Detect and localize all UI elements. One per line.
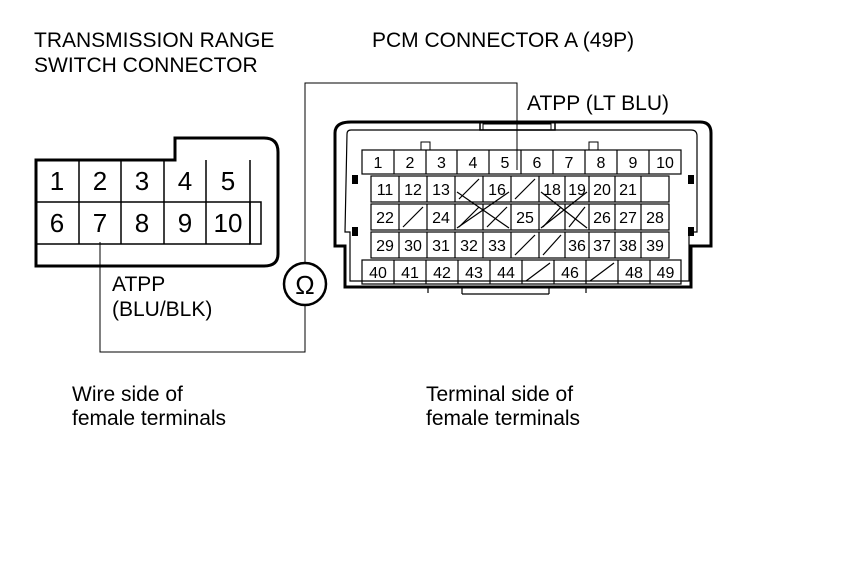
pcm-pin-11: 11 — [377, 182, 394, 199]
pcm-empty-cavity-mark — [568, 206, 586, 228]
pcm-pin-7: 7 — [565, 155, 574, 172]
trs-pin-5: 5 — [221, 166, 235, 196]
pcm-empty-cavity-mark — [514, 234, 536, 256]
pcm-pin-3: 3 — [437, 155, 446, 172]
pcm-pin-10: 10 — [656, 155, 674, 172]
pcm-pin-5: 5 — [501, 155, 510, 172]
pcm-empty-block-mark — [540, 191, 588, 229]
pcm-pin-2: 2 — [406, 155, 415, 172]
pcm-pin-29: 29 — [376, 238, 394, 255]
pcm-pin-13: 13 — [432, 182, 450, 199]
trs-pin-1: 1 — [50, 166, 64, 196]
pcm-pin-31: 31 — [432, 238, 450, 255]
trs-pin-6: 6 — [50, 208, 64, 238]
pcm-pin-32: 32 — [460, 238, 478, 255]
pcm-pin-46: 46 — [561, 265, 579, 282]
pcm-caption-line2: female terminals — [426, 407, 580, 430]
trs-pin-9: 9 — [178, 208, 192, 238]
pcm-pin-20: 20 — [593, 182, 611, 199]
pcm-pin-8: 8 — [597, 155, 606, 172]
trs-pin-8: 8 — [135, 208, 149, 238]
trs-title-line1: TRANSMISSION RANGE — [34, 29, 274, 52]
trs-caption-line2: female terminals — [72, 407, 226, 430]
pcm-empty-cavity-mark — [542, 234, 562, 256]
pcm-pin-41: 41 — [401, 265, 419, 282]
pcm-pin-9: 9 — [629, 155, 638, 172]
pcm-empty-cavity-mark — [589, 262, 615, 282]
pcm-pin-18: 18 — [543, 182, 561, 199]
pcm-pin-39: 39 — [646, 238, 664, 255]
pcm-pin-40: 40 — [369, 265, 387, 282]
pcm-pin-19: 19 — [568, 182, 586, 199]
pcm-pin-42: 42 — [433, 265, 451, 282]
ohmmeter-icon: Ω — [282, 261, 328, 307]
pcm-row-outline — [370, 175, 670, 203]
pcm-pin-1: 1 — [374, 155, 383, 172]
pcm-empty-block-mark — [456, 191, 510, 229]
pcm-probe-label: ATPP (LT BLU) — [527, 92, 669, 115]
pcm-pin-43: 43 — [465, 265, 483, 282]
pcm-pin-38: 38 — [619, 238, 637, 255]
pcm-pin-37: 37 — [593, 238, 611, 255]
pcm-pin-12: 12 — [404, 182, 422, 199]
pcm-pin-28: 28 — [646, 210, 664, 227]
pcm-pin-49: 49 — [657, 265, 675, 282]
trs-pin-10: 10 — [214, 208, 243, 238]
pcm-pin-30: 30 — [404, 238, 422, 255]
pcm-pin-33: 33 — [488, 238, 506, 255]
trs-pin-7: 7 — [93, 208, 107, 238]
pcm-connector — [333, 120, 713, 295]
pcm-pin-25: 25 — [516, 210, 534, 227]
ohm-symbol: Ω — [295, 270, 314, 300]
pcm-empty-cavity-mark — [402, 206, 424, 228]
trs-pin-4: 4 — [178, 166, 192, 196]
test-lead-wires — [99, 82, 518, 353]
trs-pin-3: 3 — [135, 166, 149, 196]
pcm-caption-line1: Terminal side of — [426, 383, 573, 406]
pcm-pin-44: 44 — [497, 265, 515, 282]
pcm-pin-24: 24 — [432, 210, 450, 227]
trs-caption-line1: Wire side of — [72, 383, 183, 406]
pcm-pin-36: 36 — [568, 238, 586, 255]
trs-probe-label-line2: (BLU/BLK) — [112, 298, 212, 321]
pcm-row-outline — [370, 231, 670, 259]
pcm-side-latches — [352, 175, 694, 236]
pcm-pin-6: 6 — [533, 155, 542, 172]
pcm-empty-cavity-mark — [514, 178, 536, 200]
trs-connector — [34, 136, 280, 268]
pcm-empty-cavity-mark — [486, 206, 508, 228]
trs-pin-labels: 1 2 3 4 5 6 7 8 9 10 — [50, 166, 243, 238]
pcm-pin-48: 48 — [625, 265, 643, 282]
pcm-pin-22: 22 — [376, 210, 394, 227]
pcm-pin-21: 21 — [619, 182, 637, 199]
pcm-pin-27: 27 — [619, 210, 637, 227]
trs-probe-label-line1: ATPP — [112, 273, 165, 296]
trs-title-line2: SWITCH CONNECTOR — [34, 54, 258, 77]
trs-pin-2: 2 — [93, 166, 107, 196]
pcm-empty-cavity-mark — [525, 262, 551, 282]
pcm-title: PCM CONNECTOR A (49P) — [372, 29, 634, 52]
pcm-row-outline — [370, 203, 670, 231]
pcm-pin-26: 26 — [593, 210, 611, 227]
pcm-pin-16: 16 — [488, 182, 506, 199]
pcm-pin-4: 4 — [469, 155, 478, 172]
pcm-cavity-grid — [361, 149, 682, 285]
